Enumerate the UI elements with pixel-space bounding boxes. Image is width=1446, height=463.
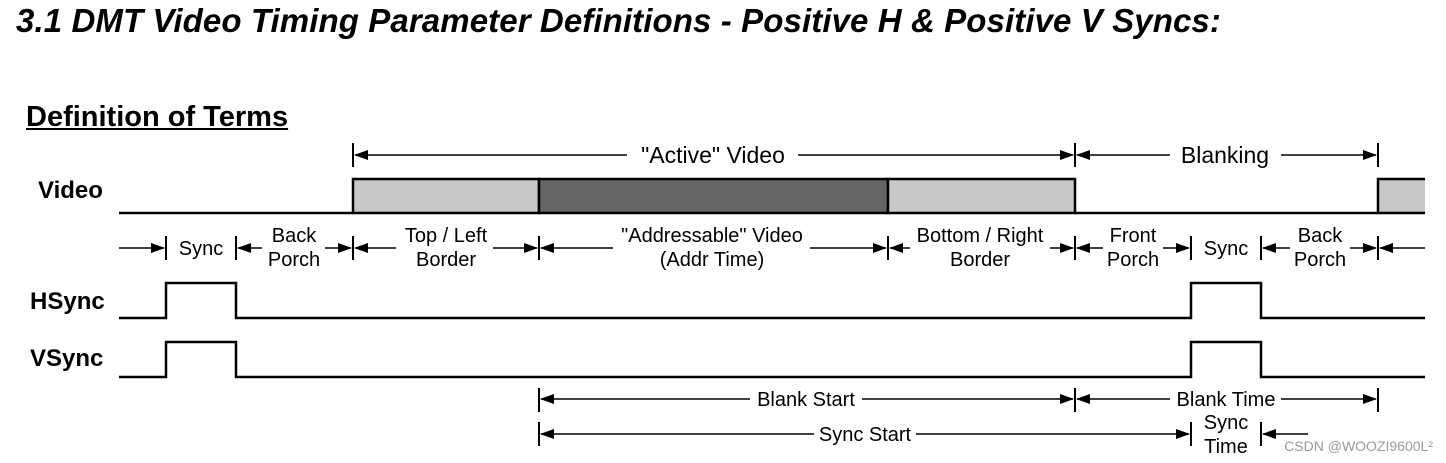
active-video-span: "Active" Video xyxy=(352,142,1076,168)
page-title: 3.1 DMT Video Timing Parameter Definitio… xyxy=(16,2,1221,39)
hsync-waveform xyxy=(119,281,1425,320)
blank-start-span: Blank Start xyxy=(538,388,1076,412)
top-left-border-block xyxy=(351,177,541,215)
blanking-label: Blanking xyxy=(1181,142,1269,168)
signal-label-hsync: HSync xyxy=(30,288,105,315)
segment-sync-1: Sync xyxy=(179,238,223,260)
bottom-right-border-block xyxy=(886,177,1077,215)
blank-start-label: Blank Start xyxy=(757,389,855,411)
segment-bottom-right-border-line2: Border xyxy=(950,249,1010,271)
sync-start-span: Sync Start xyxy=(538,422,1192,446)
segment-row: Sync Back Porch Top / Left Border "Addre… xyxy=(119,225,1425,271)
blanking-span: Blanking xyxy=(1076,142,1379,168)
segment-back-porch-1-line1: Back xyxy=(272,225,317,247)
signal-label-video: Video xyxy=(38,177,103,204)
segment-back-porch-2-line1: Back xyxy=(1298,225,1343,247)
segment-back-porch-1-line2: Porch xyxy=(268,249,320,271)
signal-label-vsync: VSync xyxy=(30,345,103,372)
blank-time-span: Blank Time xyxy=(1076,388,1379,412)
section-title: Definition of Terms xyxy=(26,101,289,133)
segment-top-left-border-line2: Border xyxy=(416,249,476,271)
sync-time-span: Sync Time xyxy=(1204,412,1308,458)
segment-addressable-video-line2: (Addr Time) xyxy=(660,249,764,271)
segment-front-porch-line2: Porch xyxy=(1107,249,1159,271)
sync-time-label-line1: Sync xyxy=(1204,412,1248,434)
active-video-label: "Active" Video xyxy=(641,142,785,168)
sync-start-label: Sync Start xyxy=(819,424,912,446)
vsync-waveform xyxy=(119,340,1425,379)
addressable-video-block xyxy=(537,177,890,215)
segment-back-porch-2-line2: Porch xyxy=(1294,249,1346,271)
segment-addressable-video-line1: "Addressable" Video xyxy=(621,225,803,247)
segment-sync-2: Sync xyxy=(1204,238,1248,260)
video-waveform xyxy=(119,177,1425,215)
sync-time-label-line2: Time xyxy=(1204,436,1248,458)
segment-top-left-border-line1: Top / Left xyxy=(405,225,488,247)
next-line-video-block xyxy=(1378,179,1425,213)
watermark: CSDN @WOOZI9600L² xyxy=(1284,438,1433,454)
segment-bottom-right-border-line1: Bottom / Right xyxy=(917,225,1044,247)
segment-front-porch-line1: Front xyxy=(1110,225,1157,247)
blank-time-label: Blank Time xyxy=(1177,389,1276,411)
